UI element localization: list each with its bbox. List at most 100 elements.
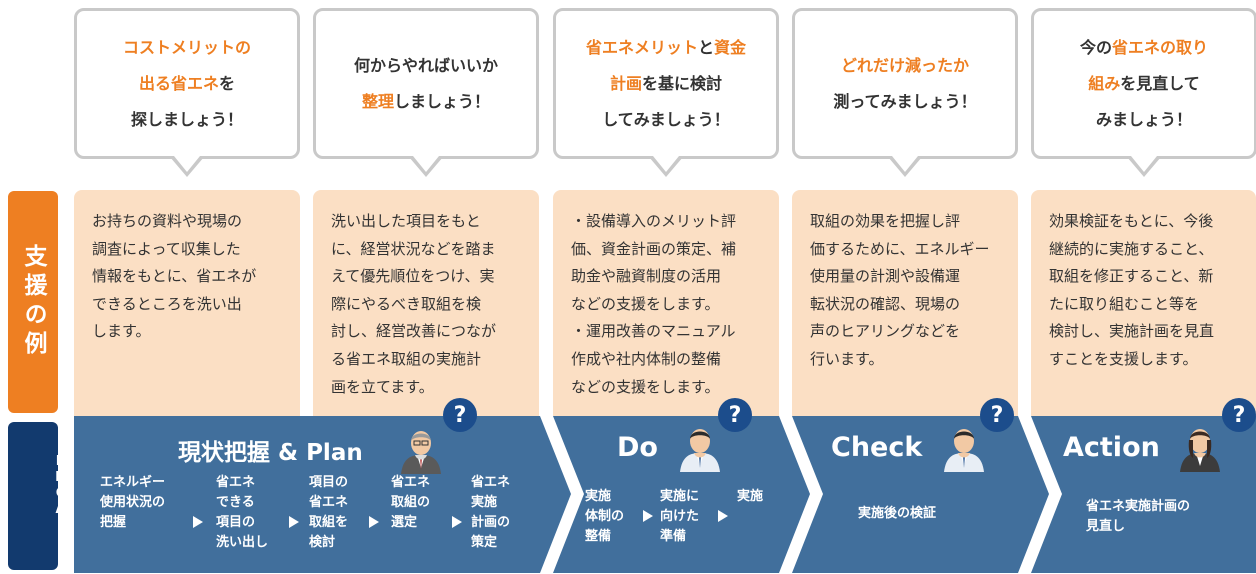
do-panel bbox=[553, 416, 810, 573]
do-step-3: 実施 bbox=[737, 487, 763, 507]
highlighted-text: 組み bbox=[1088, 73, 1121, 93]
do-step-2: 実施に向けた準備 bbox=[660, 487, 699, 547]
highlighted-text: 整理 bbox=[361, 91, 394, 111]
question-mark-icon: ? bbox=[718, 398, 752, 432]
example-text-line: ・運用改善のマニュアル bbox=[571, 322, 736, 341]
example-text-line: 画を立てます。 bbox=[331, 377, 434, 396]
bubble-tail-inner bbox=[892, 156, 918, 172]
speech-bubble-text: 省エネメリットと資金計画を基に検討してみましょう！ bbox=[586, 30, 746, 138]
example-text-line: などの支援をします。 bbox=[571, 294, 720, 313]
example-text-line: 使用量の計測や設備運 bbox=[810, 267, 961, 286]
step-arrow-icon bbox=[193, 516, 203, 528]
example-text-line: などの支援をします。 bbox=[571, 377, 720, 396]
step-text-line: 使用状況の bbox=[100, 495, 166, 510]
example-text-line: 情報をもとに、省エネが bbox=[92, 267, 257, 286]
bubble-text-segment: してみましょう！ bbox=[602, 109, 730, 129]
bubble-tail-inner bbox=[413, 156, 439, 172]
speech-bubble-1: コストメリットの出る省エネを探しましょう！ bbox=[74, 8, 300, 159]
step-text-line: 把握 bbox=[100, 515, 127, 530]
bubble-tail-inner bbox=[174, 156, 200, 172]
step-text-line: 体制の bbox=[585, 509, 625, 524]
bubble-text-segment: を見直して bbox=[1120, 73, 1200, 93]
bubble-tail-inner bbox=[653, 156, 679, 172]
step-arrow-icon bbox=[718, 510, 728, 522]
speech-bubble-4: どれだけ減ったか測ってみましょう！ bbox=[792, 8, 1018, 159]
pdca-band bbox=[74, 416, 1256, 573]
bubble-text-segment: 探しましょう！ bbox=[130, 109, 243, 129]
person-icon bbox=[944, 429, 984, 472]
person-icon bbox=[1180, 429, 1220, 472]
speech-bubble-5: 今の省エネの取り組みを見直してみましょう！ bbox=[1031, 8, 1256, 159]
bubble-text-segment: 測ってみましょう！ bbox=[833, 91, 977, 111]
speech-bubble-text: 今の省エネの取り組みを見直してみましょう！ bbox=[1080, 30, 1208, 138]
plan-title: 現状把握 & Plan bbox=[178, 440, 363, 466]
example-text-line: 洗い出した項目をもと bbox=[331, 212, 481, 230]
example-text-line: 取組の効果を把握し評 bbox=[810, 212, 961, 230]
check-title: Check bbox=[831, 432, 923, 463]
step-text-line: 項目の bbox=[309, 475, 349, 490]
step-text-line: エネルギー bbox=[100, 475, 166, 490]
step-text-line: 実施 bbox=[737, 489, 764, 504]
example-text-line: 継続的に実施すること、 bbox=[1049, 239, 1214, 258]
example-text-line: 作成や社内体制の整備 bbox=[571, 349, 722, 368]
step-text-line: 実施に bbox=[660, 489, 700, 504]
example-text-line: すことを支援します。 bbox=[1049, 349, 1198, 368]
step-text-line: 項目の bbox=[216, 515, 256, 530]
step-text-line: 計画の bbox=[471, 515, 511, 530]
highlighted-text: コストメリットの bbox=[122, 37, 251, 57]
example-text-line: 助金や融資制度の活用 bbox=[571, 267, 722, 286]
step-arrow-icon bbox=[369, 516, 379, 528]
step-text-line: 取組の bbox=[391, 495, 431, 510]
step-text-line: 検討 bbox=[309, 535, 336, 550]
example-text-line: に、経営状況などを踏ま bbox=[331, 239, 496, 258]
example-text-line: できるところを洗い出 bbox=[92, 294, 242, 313]
example-text-line: 検討し、実施計画を見直 bbox=[1049, 322, 1215, 341]
bubble-text-segment: を基に検討 bbox=[641, 73, 722, 93]
plan-panel bbox=[74, 416, 571, 573]
step-text-line: 取組を bbox=[309, 515, 349, 530]
step-text-line: 整備 bbox=[585, 529, 612, 544]
plan-step-5: 省エネ実施計画の策定 bbox=[471, 473, 510, 553]
example-text-line: ・設備導入のメリット評 bbox=[571, 212, 737, 230]
question-mark-icon: ? bbox=[1222, 398, 1256, 432]
bubble-tail-inner bbox=[1131, 156, 1157, 172]
highlighted-text: 省エネメリット bbox=[585, 37, 698, 57]
bubble-text-segment: 今の bbox=[1079, 37, 1112, 57]
step-text-line: 選定 bbox=[391, 515, 418, 530]
do-step-1: 実施体制の整備 bbox=[585, 487, 624, 547]
example-text-line: 行います。 bbox=[810, 349, 884, 368]
step-text-line: 洗い出し bbox=[216, 535, 269, 550]
speech-bubble-3: 省エネメリットと資金計画を基に検討してみましょう！ bbox=[553, 8, 779, 159]
support-example-1: お持ちの資料や現場の調査によって収集した情報をもとに、省エネができるところを洗い… bbox=[74, 190, 300, 416]
bubble-text-segment: と bbox=[697, 37, 714, 57]
example-text-line: 価、資金計画の策定、補 bbox=[571, 239, 737, 258]
step-arrow-icon bbox=[452, 516, 462, 528]
do-title: Do bbox=[617, 432, 658, 463]
plan-step-4: 省エネ取組の選定 bbox=[391, 473, 430, 533]
example-text-line: 価するために、エネルギー bbox=[810, 239, 990, 258]
plan-step-3: 項目の省エネ取組を検討 bbox=[309, 473, 348, 553]
step-text-line: 省エネ bbox=[391, 475, 431, 490]
step-text-line: 準備 bbox=[660, 529, 687, 544]
example-text-line: 際にやるべき取組を検 bbox=[331, 294, 482, 313]
person-icon bbox=[680, 429, 720, 472]
speech-bubble-text: どれだけ減ったか測ってみましょう！ bbox=[833, 48, 976, 120]
bubble-text-segment: を bbox=[218, 73, 235, 93]
support-example-5: 効果検証をもとに、今後継続的に実施すること、取組を修正すること、新たに取り組むこ… bbox=[1031, 190, 1256, 416]
step-text-line: 省エネ bbox=[471, 475, 511, 490]
example-text-line: 討し、経営改善につなが bbox=[331, 322, 497, 341]
support-examples-text: 支援の例 bbox=[20, 244, 46, 360]
step-text-line: 省エネ bbox=[216, 475, 256, 490]
example-text-line: 効果検証をもとに、今後 bbox=[1049, 212, 1214, 230]
step-text-line: 策定 bbox=[471, 535, 498, 550]
highlighted-text: 計画 bbox=[609, 73, 642, 93]
support-examples-label: 支援の例 bbox=[8, 191, 58, 413]
bubble-text-segment: しましょう！ bbox=[393, 91, 490, 111]
example-text-line: る省エネ取組の実施計 bbox=[331, 349, 482, 368]
step-arrow-icon bbox=[643, 510, 653, 522]
highlighted-text: 資金 bbox=[714, 37, 747, 57]
example-text-line: 声のヒアリングなどを bbox=[810, 322, 961, 341]
plan-step-1: エネルギー使用状況の把握 bbox=[100, 473, 165, 533]
action-step-1: 省エネ実施計画の見直し bbox=[1086, 497, 1190, 537]
step-text-line: できる bbox=[216, 495, 255, 510]
